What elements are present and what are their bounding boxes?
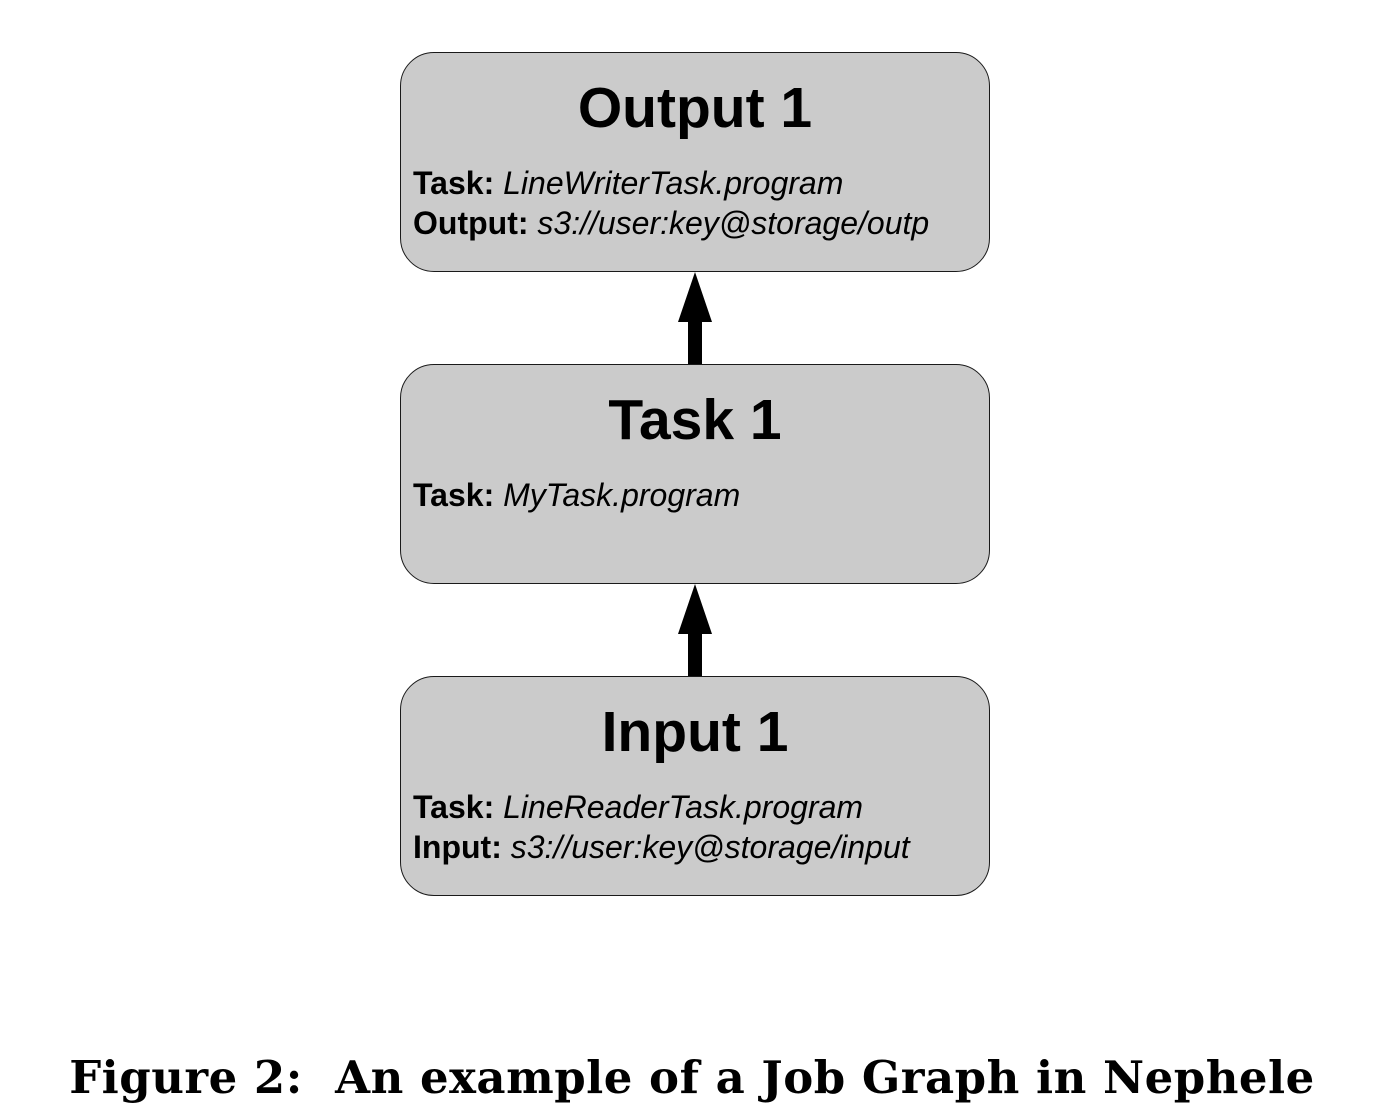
property-row: Task: LineReaderTask.program — [413, 787, 985, 827]
property-value: s3://user:key@storage/outp — [537, 205, 930, 241]
property-key: Task: — [413, 477, 495, 513]
property-key: Task: — [413, 165, 495, 201]
property-row: Input: s3://user:key@storage/input — [413, 827, 985, 867]
edge-arrow-input-to-task — [678, 584, 712, 676]
property-key: Input: — [413, 829, 502, 865]
property-row: Task: LineWriterTask.program — [413, 163, 985, 203]
node-input-1: Input 1 Task: LineReaderTask.program Inp… — [400, 676, 990, 896]
figure-caption: Figure 2: An example of a Job Graph in N… — [69, 1051, 1315, 1104]
property-key: Output: — [413, 205, 529, 241]
node-properties: Task: LineReaderTask.program Input: s3:/… — [413, 787, 985, 867]
property-value: s3://user:key@storage/input — [510, 829, 910, 865]
property-value: LineWriterTask.program — [503, 165, 844, 201]
node-title: Input 1 — [601, 700, 789, 764]
edge-arrow-task-to-output — [678, 272, 712, 364]
node-properties: Task: MyTask.program — [413, 475, 985, 515]
node-properties: Task: LineWriterTask.program Output: s3:… — [413, 163, 985, 243]
node-title: Task 1 — [608, 388, 782, 452]
node-output-1: Output 1 Task: LineWriterTask.program Ou… — [400, 52, 990, 272]
property-row: Output: s3://user:key@storage/outp — [413, 203, 985, 243]
property-value: LineReaderTask.program — [503, 789, 864, 825]
property-value: MyTask.program — [503, 477, 741, 513]
node-task-1: Task 1 Task: MyTask.program — [400, 364, 990, 584]
node-title: Output 1 — [577, 76, 813, 140]
property-key: Task: — [413, 789, 495, 825]
property-row: Task: MyTask.program — [413, 475, 985, 515]
